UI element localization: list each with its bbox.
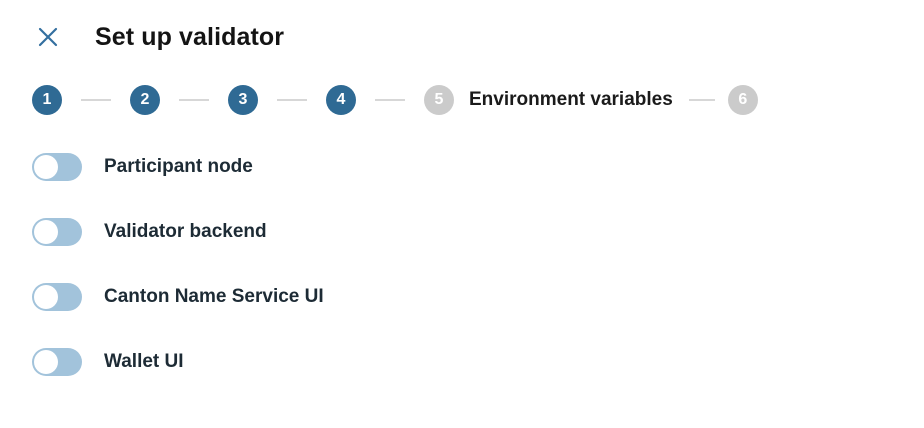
stepper-step-4-number: 4 — [336, 91, 346, 108]
stepper-step-2[interactable]: 2 — [130, 85, 160, 115]
close-button[interactable] — [34, 23, 62, 51]
toggle-label: Participant node — [104, 156, 253, 177]
toggle-label: Wallet UI — [104, 351, 184, 372]
participant-node-toggle[interactable] — [32, 153, 82, 181]
stepper-step-5-number: 5 — [434, 91, 444, 108]
stepper-step-1-number: 1 — [42, 91, 52, 108]
toggle-knob — [34, 285, 58, 309]
stepper-step-4[interactable]: 4 — [326, 85, 356, 115]
stepper-connector — [277, 99, 307, 101]
close-icon — [35, 24, 61, 50]
stepper-connector — [179, 99, 209, 101]
toggle-knob — [34, 155, 58, 179]
stepper-step-6[interactable]: 6 — [727, 85, 758, 115]
validator-backend-toggle[interactable] — [32, 218, 82, 246]
stepper-step-3[interactable]: 3 — [228, 85, 258, 115]
toggle-row-wallet-ui: Wallet UI — [32, 348, 924, 376]
dialog-header: Set up validator — [0, 0, 924, 52]
stepper-connector — [375, 99, 405, 101]
wallet-ui-toggle[interactable] — [32, 348, 82, 376]
stepper-active-step-label: Environment variables — [469, 89, 673, 110]
toggle-row-canton-name-service-ui: Canton Name Service UI — [32, 283, 924, 311]
toggle-label: Validator backend — [104, 221, 267, 242]
stepper-step-2-number: 2 — [140, 91, 150, 108]
dialog-title: Set up validator — [95, 22, 285, 51]
stepper-step-5[interactable]: 5 — [424, 85, 454, 115]
toggle-list: Participant node Validator backend Canto… — [0, 153, 924, 376]
stepper: 1 2 3 4 5 Environment variables 6 — [0, 85, 924, 115]
toggle-knob — [34, 220, 58, 244]
toggle-row-validator-backend: Validator backend — [32, 218, 924, 246]
canton-name-service-ui-toggle[interactable] — [32, 283, 82, 311]
stepper-connector — [81, 99, 111, 101]
toggle-label: Canton Name Service UI — [104, 286, 324, 307]
toggle-knob — [34, 350, 58, 374]
stepper-step-3-number: 3 — [238, 91, 248, 108]
toggle-row-participant-node: Participant node — [32, 153, 924, 181]
stepper-step-1[interactable]: 1 — [32, 85, 62, 115]
setup-validator-dialog: Set up validator 1 2 3 4 5 Environment v… — [0, 0, 924, 376]
stepper-connector — [688, 99, 715, 101]
stepper-step-6-number: 6 — [738, 91, 748, 108]
